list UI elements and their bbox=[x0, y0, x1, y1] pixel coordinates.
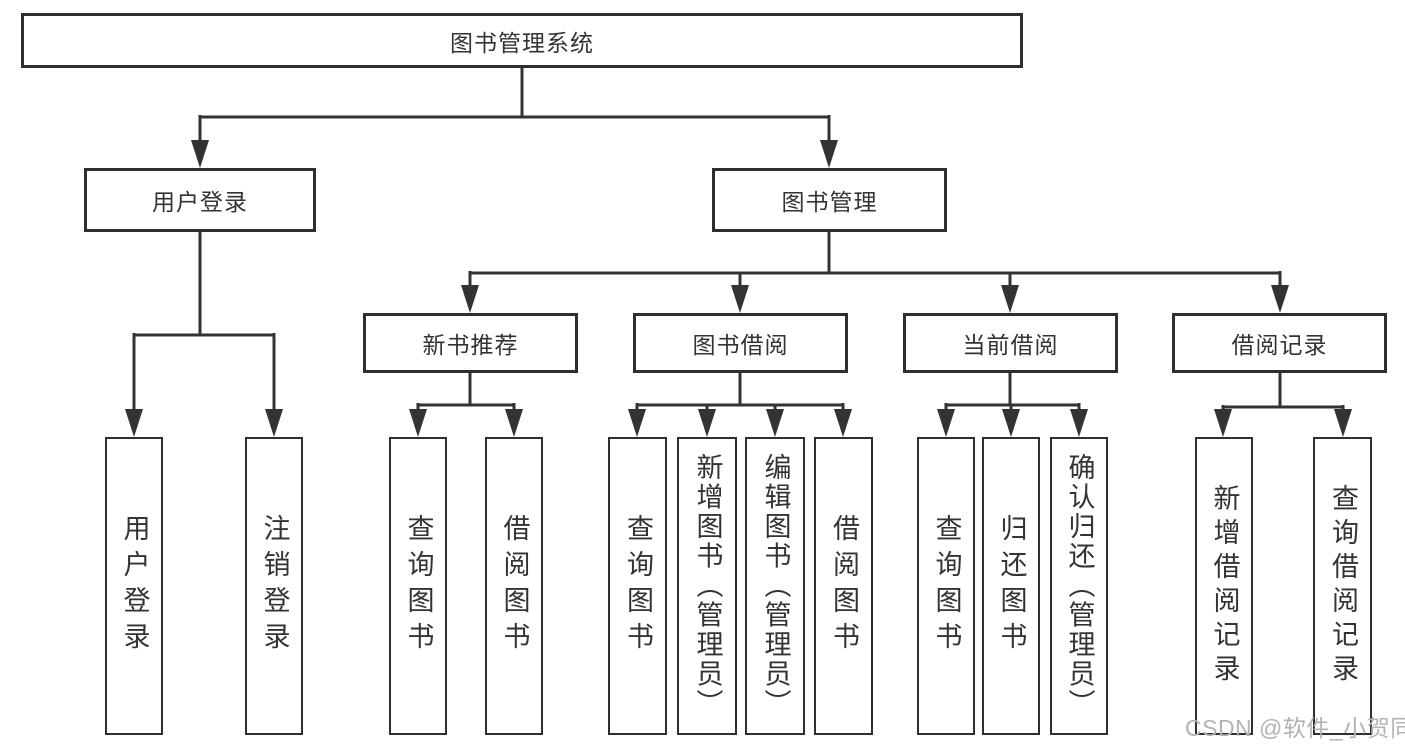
node-label: 图书管理 bbox=[781, 189, 878, 215]
leaf-query-books: 查询图书 bbox=[389, 437, 447, 735]
node-label: 用户登录 bbox=[152, 189, 248, 215]
node-book-borrowing: 图书借阅 bbox=[633, 313, 848, 373]
node-user-login: 用户登录 bbox=[84, 168, 316, 232]
leaf-add-borrow-record: 新增借阅记录 bbox=[1195, 437, 1253, 735]
leaf-query-books-3: 查询图书 bbox=[917, 437, 975, 735]
node-new-book-recommendation: 新书推荐 bbox=[363, 313, 578, 373]
leaf-label: 新增借阅记录 bbox=[1209, 484, 1240, 688]
node-book-management: 图书管理 bbox=[712, 168, 947, 232]
node-current-borrowing: 当前借阅 bbox=[903, 313, 1118, 373]
leaf-add-book-admin: 新增图书（管理员） bbox=[677, 437, 737, 735]
leaf-label: 用户登录 bbox=[119, 514, 150, 658]
leaf-label: 查询图书 bbox=[623, 514, 653, 658]
leaf-label: 确认归还（管理员） bbox=[1064, 453, 1095, 719]
leaf-query-books-2: 查询图书 bbox=[608, 437, 667, 735]
leaf-label: 归还图书 bbox=[996, 514, 1027, 658]
leaf-label: 注销登录 bbox=[259, 514, 290, 658]
leaf-label: 查询借阅记录 bbox=[1328, 484, 1358, 688]
watermark: CSDN @软件_小贺同学 bbox=[1185, 715, 1405, 741]
leaf-user-login: 用户登录 bbox=[105, 437, 163, 735]
leaf-borrow-books-2: 借阅图书 bbox=[814, 437, 873, 735]
node-label: 新书推荐 bbox=[422, 332, 519, 358]
node-label: 图书管理系统 bbox=[450, 29, 594, 56]
leaf-label: 查询图书 bbox=[403, 514, 434, 658]
leaf-confirm-return-admin: 确认归还（管理员） bbox=[1050, 437, 1108, 735]
leaf-return-books: 归还图书 bbox=[982, 437, 1040, 735]
leaf-label: 编辑图书（管理员） bbox=[760, 453, 791, 719]
node-label: 借阅记录 bbox=[1231, 332, 1328, 358]
node-library-management-system: 图书管理系统 bbox=[21, 13, 1023, 68]
leaf-label: 查询图书 bbox=[931, 514, 962, 658]
arrowhead-icons bbox=[125, 140, 1352, 437]
leaf-edit-book-admin: 编辑图书（管理员） bbox=[745, 437, 805, 735]
leaf-label: 新增图书（管理员） bbox=[692, 453, 723, 719]
leaf-query-borrow-record: 查询借阅记录 bbox=[1313, 437, 1372, 735]
node-label: 当前借阅 bbox=[962, 332, 1059, 358]
leaf-label: 借阅图书 bbox=[499, 514, 530, 658]
node-label: 图书借阅 bbox=[692, 332, 789, 358]
leaf-logout: 注销登录 bbox=[245, 437, 303, 735]
leaf-label: 借阅图书 bbox=[829, 514, 859, 658]
node-borrowing-records: 借阅记录 bbox=[1172, 313, 1387, 373]
leaf-borrow-books: 借阅图书 bbox=[485, 437, 543, 735]
